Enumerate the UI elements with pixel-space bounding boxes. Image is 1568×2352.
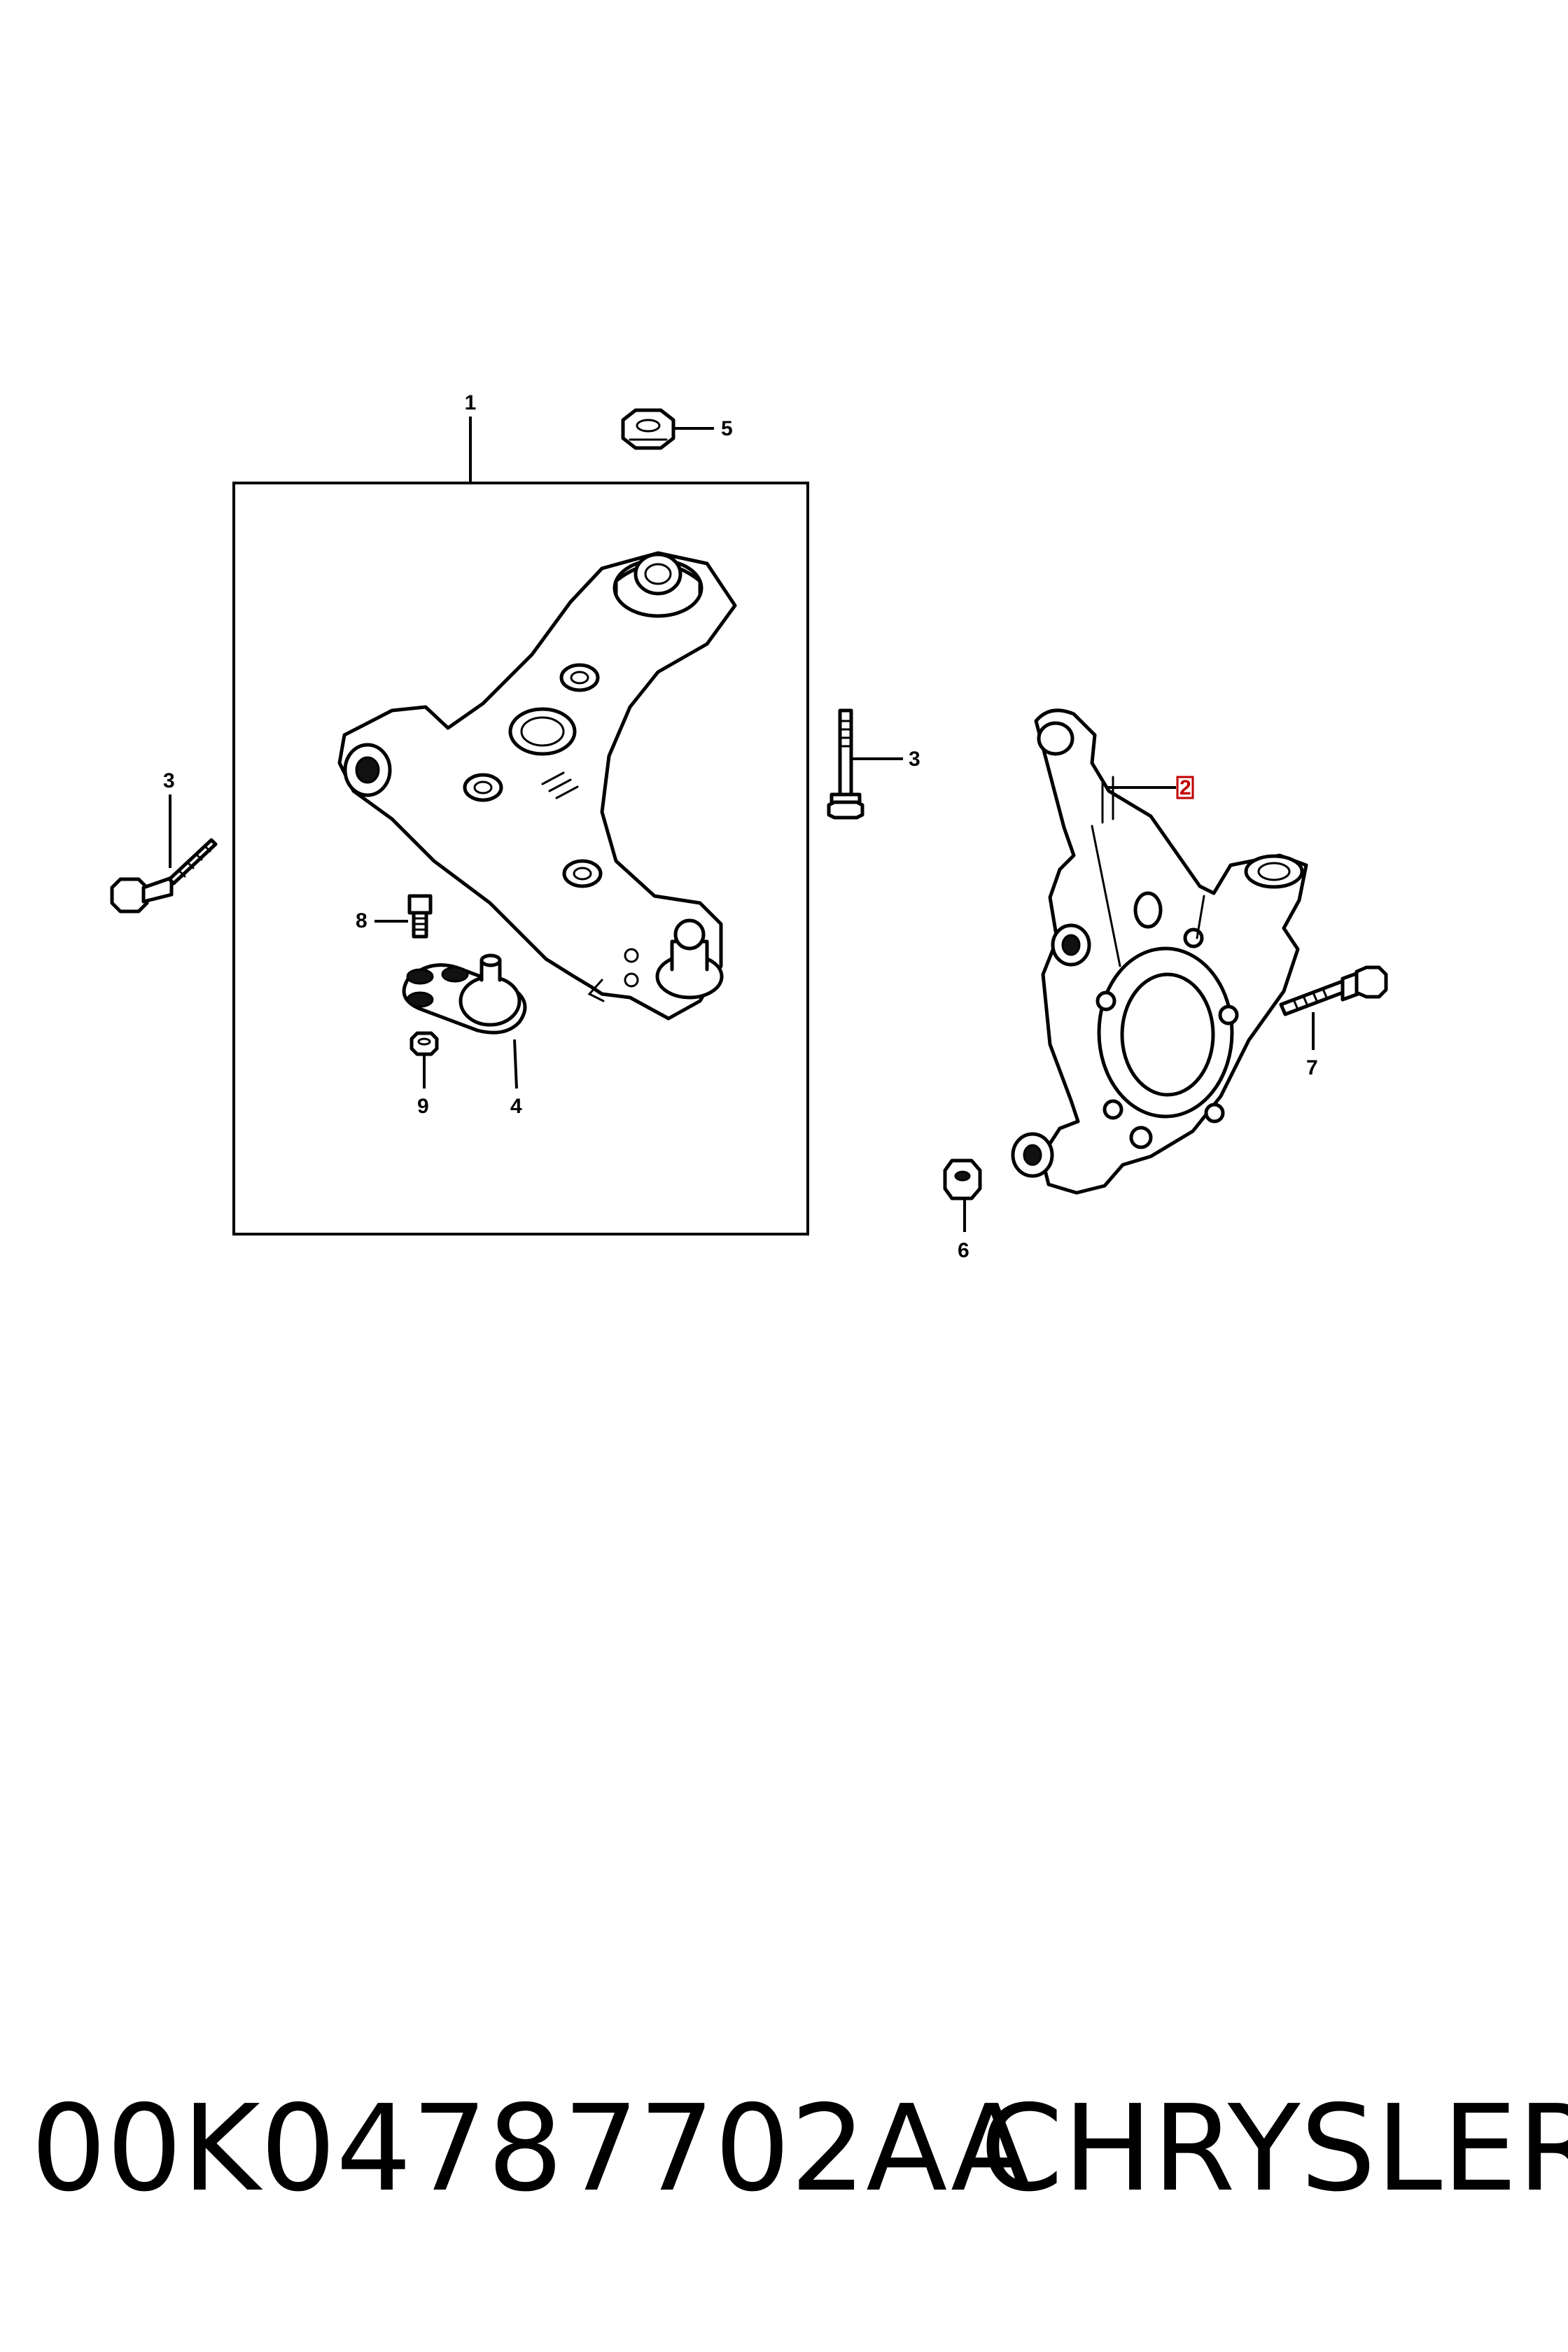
brand-name: CHRYSLER [980, 2080, 1568, 2218]
nut-9[interactable] [410, 1031, 439, 1056]
leader-line-4 [513, 1039, 518, 1089]
footer: 00K04787702AA CHRYSLER [0, 2086, 1568, 2212]
bolt-3-center[interactable] [827, 708, 864, 820]
callout-8[interactable]: 8 [356, 909, 368, 932]
callout-4[interactable]: 4 [510, 1095, 522, 1118]
callout-9[interactable]: 9 [417, 1095, 429, 1118]
part-number: 00K04787702AA [31, 2080, 1032, 2218]
callout-3-center[interactable]: 3 [909, 748, 920, 771]
nut-6[interactable] [943, 1158, 982, 1200]
callout-1[interactable]: 1 [465, 391, 477, 414]
callout-6[interactable]: 6 [958, 1239, 969, 1262]
callout-2[interactable]: 2 [1180, 776, 1191, 799]
lower-control-arm[interactable] [337, 551, 737, 1021]
ball-joint-4[interactable] [402, 953, 527, 1035]
callout-2-highlight [1176, 776, 1194, 799]
bolt-8[interactable] [407, 894, 433, 939]
callout-7[interactable]: 7 [1306, 1056, 1318, 1079]
callout-3-left[interactable]: 3 [163, 769, 175, 792]
callout-5[interactable]: 5 [721, 417, 733, 440]
flange-nut-5[interactable] [621, 408, 676, 450]
steering-knuckle-2[interactable] [1011, 708, 1308, 1195]
bolt-7[interactable] [1279, 965, 1388, 1016]
control-arm-assembly-frame [232, 482, 809, 1236]
bolt-3-left[interactable] [110, 838, 218, 913]
